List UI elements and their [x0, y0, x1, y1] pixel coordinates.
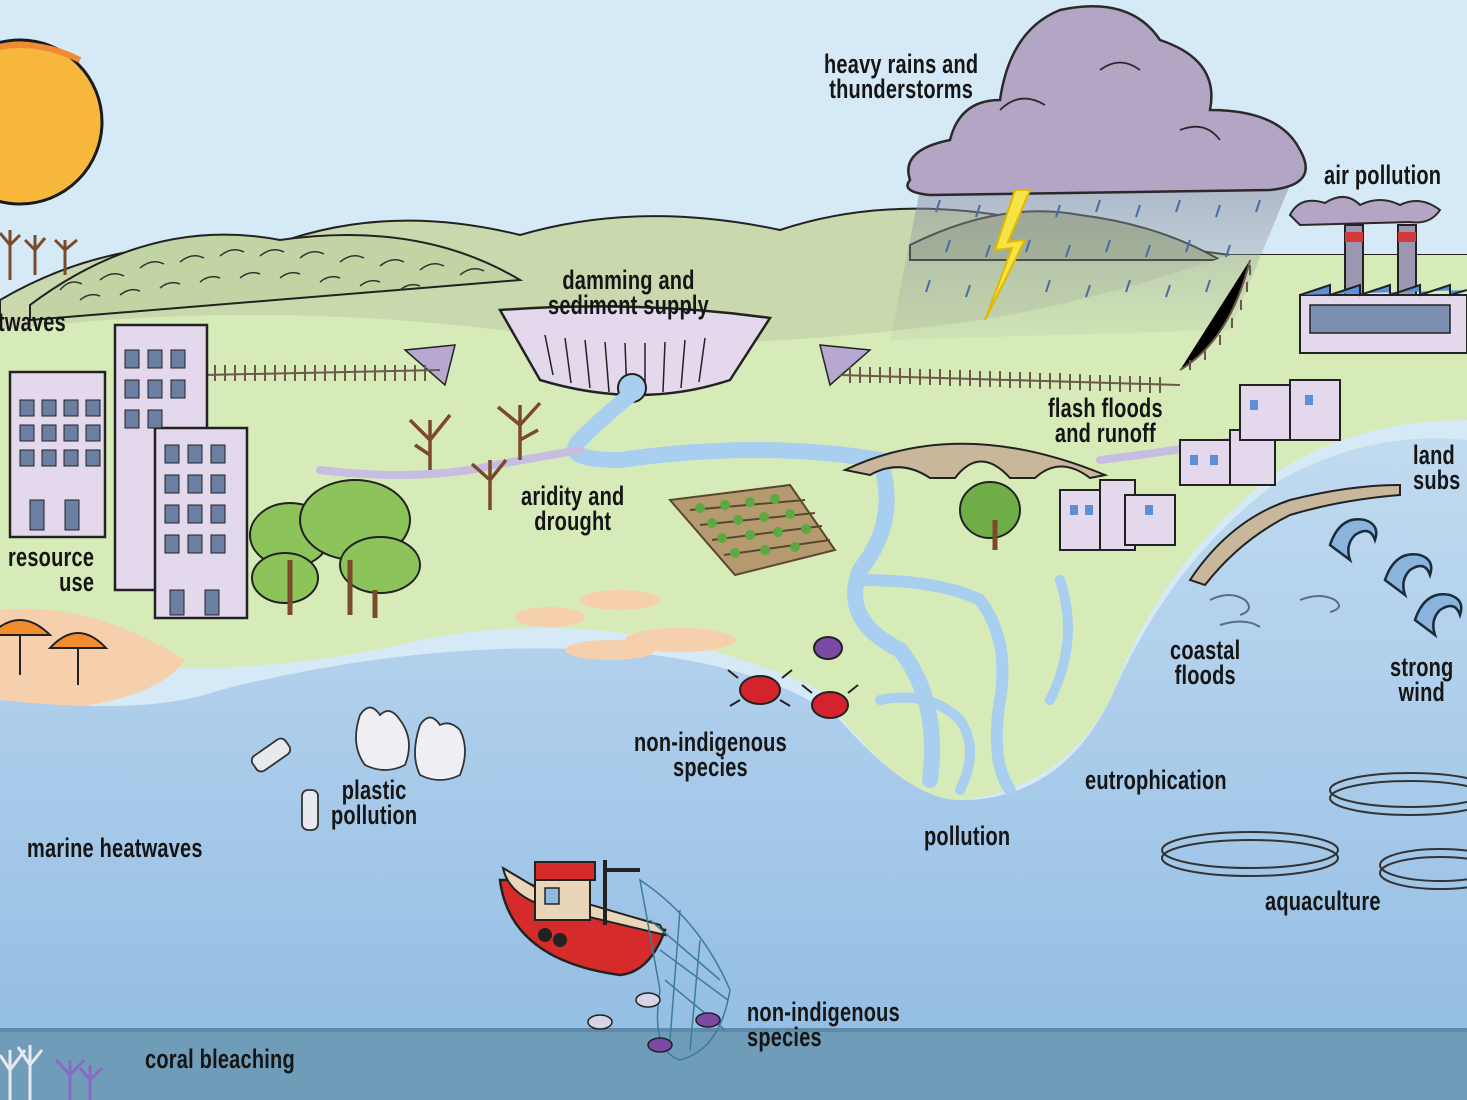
label-line: pollution: [924, 821, 1011, 851]
label-line: and runoff: [1054, 418, 1156, 448]
fishing-net-icon: [638, 878, 731, 1061]
bridge-icon: [841, 442, 1109, 480]
dead-trees-aridity: [408, 401, 542, 510]
label-plastic-pollution: plastic pollution: [331, 775, 418, 830]
coastal-jetty: [1188, 483, 1401, 587]
wave-icon: [1328, 518, 1463, 639]
sandbars: [515, 590, 735, 660]
label-strong-wind: strong wind: [1390, 652, 1454, 707]
label-line: heavy rains and: [824, 49, 979, 79]
rain-area: [890, 185, 1290, 340]
label-line: species: [747, 1022, 822, 1052]
label-aquaculture: aquaculture: [1265, 886, 1381, 916]
label-line: eutrophication: [1085, 765, 1227, 795]
label-eutrophication: eutrophication: [1085, 765, 1227, 795]
label-line: floods: [1174, 660, 1236, 690]
label-line: wind: [1398, 677, 1445, 707]
crop-field-icon: [668, 483, 837, 577]
label-line: drought: [534, 506, 612, 536]
aquaculture-cage-icon: [1161, 772, 1467, 890]
house-icon: [1059, 379, 1341, 551]
dead-tree-icon: [0, 230, 78, 280]
label-line: species: [673, 752, 748, 782]
label-land-subsidence: land subs: [1413, 440, 1461, 495]
label-pollution: pollution: [924, 821, 1011, 851]
label-line: non-indigenous: [747, 997, 900, 1027]
label-line: marine heatwaves: [27, 833, 203, 863]
label-line: coral bleaching: [145, 1044, 295, 1074]
label-line: twaves: [0, 307, 66, 337]
label-resource-use: resource use: [0, 542, 95, 597]
label-line: damming and: [562, 265, 695, 295]
label-aridity: aridity and drought: [521, 481, 625, 536]
label-line: air pollution: [1324, 160, 1442, 190]
label-line: land: [1413, 440, 1455, 470]
label-line: pollution: [331, 800, 418, 830]
label-heatwaves: twaves: [0, 307, 66, 337]
lightning-icon: [984, 189, 1032, 321]
label-non-indigenous-land: non-indigenous species: [634, 727, 787, 782]
label-air-pollution: air pollution: [1324, 160, 1442, 190]
label-line: flash floods: [1048, 393, 1163, 423]
seabed: [0, 1028, 1467, 1100]
storm-cloud-icon: [906, 5, 1307, 197]
plastic-bottle-icon: [250, 737, 319, 831]
label-line: non-indigenous: [634, 727, 787, 757]
rain-drops: [925, 199, 1261, 298]
fish-icon: [587, 992, 721, 1053]
label-heavy-rains: heavy rains and thunderstorms: [824, 49, 979, 104]
label-line: strong: [1390, 652, 1454, 682]
hill-hatching: [59, 249, 485, 301]
label-line: resource: [8, 542, 95, 572]
railway: [204, 259, 1251, 393]
label-marine-heatwaves: marine heatwaves: [27, 833, 203, 863]
plastic-bag-icon: [355, 706, 466, 781]
label-coastal-floods: coastal floods: [1170, 635, 1241, 690]
label-line: aridity and: [521, 481, 625, 511]
label-line: plastic: [341, 775, 407, 805]
sun-icon: [0, 38, 104, 206]
label-line: thunderstorms: [829, 74, 974, 104]
beach-umbrella-icon: [0, 619, 109, 685]
green-trees: [249, 479, 1021, 618]
label-damming: damming and sediment supply: [548, 265, 709, 320]
sea: [0, 438, 1467, 1100]
wind-icon: [1209, 594, 1340, 628]
crab-icon: [727, 636, 859, 719]
label-line: use: [59, 567, 95, 597]
label-coral-bleaching: coral bleaching: [145, 1044, 295, 1074]
skyscraper-icon: [8, 323, 249, 620]
label-line: coastal: [1170, 635, 1241, 665]
label-non-indigenous-sea: non-indigenous species: [747, 997, 900, 1052]
factory-icon: [1288, 196, 1467, 354]
label-line: subs: [1413, 465, 1461, 495]
coral-icon: [0, 1045, 104, 1100]
label-flash-floods: flash floods and runoff: [1048, 393, 1163, 448]
label-line: aquaculture: [1265, 886, 1381, 916]
label-line: sediment supply: [548, 290, 709, 320]
